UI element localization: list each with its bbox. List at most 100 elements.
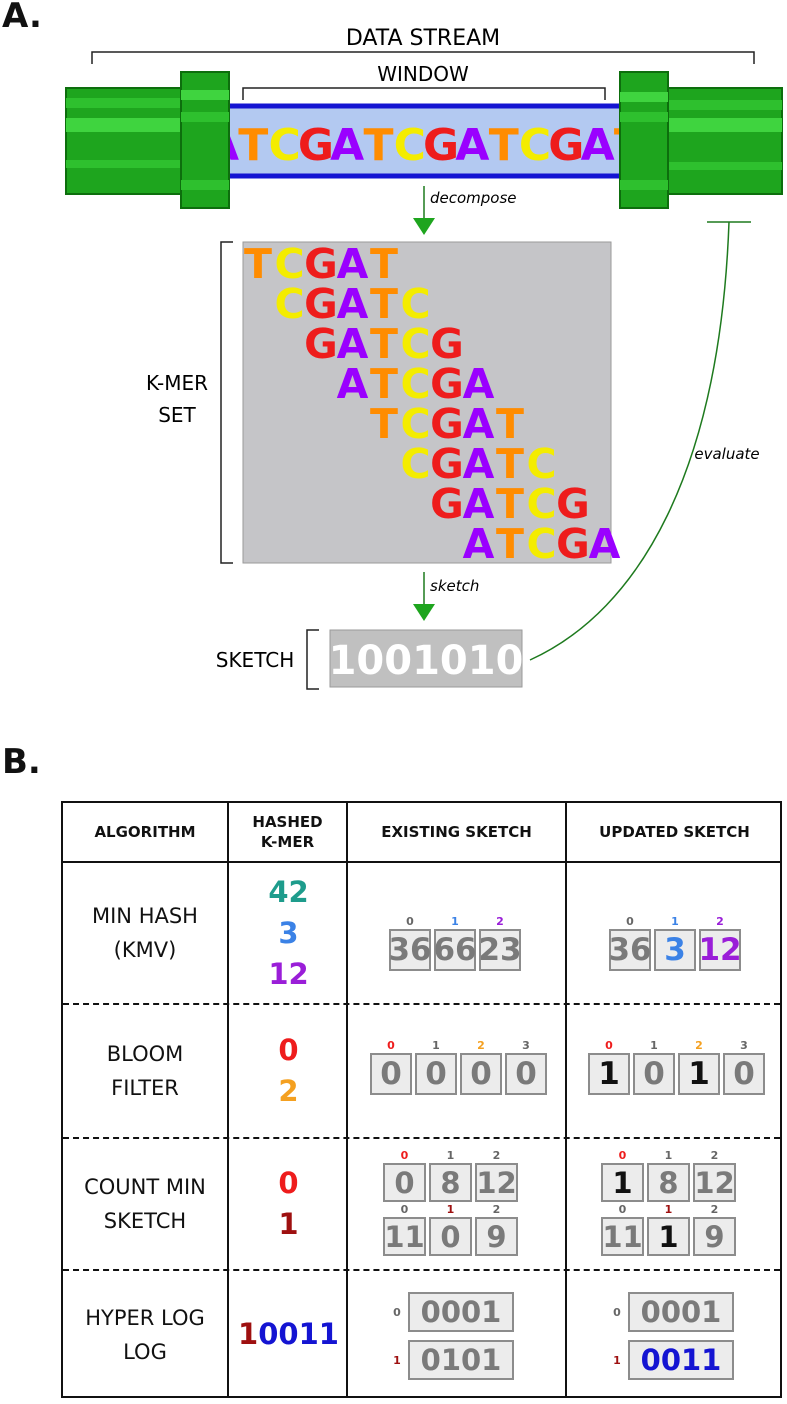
sketch-cell: 0 bbox=[723, 1053, 765, 1095]
sequence-base-g: G bbox=[423, 120, 459, 171]
hashed-value: 0 bbox=[278, 1033, 299, 1067]
algo-name-line1: COUNT MIN bbox=[84, 1175, 206, 1199]
slot-index: 0 bbox=[406, 915, 414, 928]
header-algorithm: ALGORITHM bbox=[94, 823, 196, 841]
kmer-base-g: G bbox=[430, 480, 464, 528]
sketch-cell: 66 bbox=[433, 929, 477, 971]
hashed-prefix: 1 bbox=[238, 1317, 259, 1351]
slot-index: 1 bbox=[446, 1149, 455, 1162]
slot-index: 0 bbox=[626, 915, 634, 928]
slot-index: 2 bbox=[492, 1149, 501, 1162]
slot-index: 1 bbox=[664, 1203, 673, 1216]
kmer-base-c: C bbox=[526, 520, 556, 568]
slot-index: 0 bbox=[618, 1203, 627, 1216]
sketch-cell: 9 bbox=[475, 1217, 518, 1256]
register-cell: 0001 bbox=[628, 1292, 734, 1332]
hashed-minhash: 42 3 12 bbox=[229, 863, 348, 1003]
hashed-bloom: 0 2 bbox=[229, 1005, 348, 1137]
col-divider bbox=[227, 803, 229, 1396]
kmer-base-t: T bbox=[496, 400, 524, 448]
kmer-set-label-line1: K-MER bbox=[146, 371, 208, 395]
kmer-base-t: T bbox=[244, 240, 272, 288]
kmer-base-t: T bbox=[496, 440, 524, 488]
kmer-base-c: C bbox=[400, 400, 430, 448]
algo-name-line1: BLOOM bbox=[106, 1042, 184, 1066]
sketch-cell: 8 bbox=[647, 1163, 690, 1202]
algo-name-line1: MIN HASH bbox=[92, 904, 198, 928]
sketch-cell: 36 bbox=[388, 929, 432, 971]
sketch-cell: 9 bbox=[693, 1217, 736, 1256]
right-pipe bbox=[619, 71, 783, 209]
hashed-value: 12 bbox=[268, 956, 309, 991]
window-tube bbox=[223, 103, 625, 179]
decompose-label: decompose bbox=[430, 189, 517, 207]
kmer-base-g: G bbox=[556, 480, 590, 528]
sequence-base-t: T bbox=[489, 120, 519, 171]
register-cell: 0101 bbox=[408, 1340, 514, 1380]
header-hashed-line1: HASHED bbox=[252, 813, 323, 831]
sketch-cell: 11 bbox=[383, 1217, 426, 1256]
slot-index: 0 bbox=[605, 1039, 613, 1052]
kmer-base-g: G bbox=[304, 240, 338, 288]
kmer-base-t: T bbox=[496, 520, 524, 568]
register-index: 0 bbox=[393, 1305, 401, 1319]
kmer-base-c: C bbox=[274, 240, 304, 288]
kmer-base-g: G bbox=[556, 520, 590, 568]
slot-index: 0 bbox=[387, 1039, 395, 1052]
kmer-base-a: A bbox=[589, 520, 621, 568]
sketch-bracket bbox=[306, 629, 319, 690]
sequence-base-c: C bbox=[394, 120, 426, 171]
algo-name-line2: (KMV) bbox=[113, 938, 177, 962]
sketch-value: 1001010 bbox=[329, 638, 524, 684]
kmer-set-label-line2: SET bbox=[158, 403, 196, 427]
kmer-base-c: C bbox=[274, 280, 304, 328]
slot-index: 2 bbox=[710, 1203, 719, 1216]
sketch-cell: 11 bbox=[601, 1217, 644, 1256]
kmer-base-c: C bbox=[400, 320, 430, 368]
register-cell: 0011 bbox=[628, 1340, 734, 1380]
sketch-cell: 36 bbox=[608, 929, 652, 971]
sketch-cell: 1 bbox=[678, 1053, 720, 1095]
kmer-base-g: G bbox=[304, 280, 338, 328]
kmer-base-a: A bbox=[463, 480, 495, 528]
sketch-cell: 3 bbox=[654, 929, 696, 971]
hashed-rest: 0011 bbox=[258, 1317, 339, 1351]
window-bracket bbox=[242, 87, 606, 100]
sketch-cell: 1 bbox=[588, 1053, 630, 1095]
slot-index: 0 bbox=[400, 1149, 409, 1162]
algo-bloom-filter: BLOOM FILTER bbox=[63, 1005, 227, 1137]
hashed-value: 42 bbox=[268, 874, 309, 909]
window-label: WINDOW bbox=[377, 62, 469, 86]
header-divider bbox=[63, 861, 780, 863]
register-index: 0 bbox=[613, 1305, 621, 1319]
slot-index: 1 bbox=[671, 915, 679, 928]
slot-index: 2 bbox=[496, 915, 504, 928]
algo-name-line2: FILTER bbox=[111, 1076, 179, 1100]
sequence-base-g: G bbox=[548, 120, 584, 171]
data-stream-bracket bbox=[91, 51, 755, 64]
kmer-base-t: T bbox=[370, 280, 398, 328]
row-divider bbox=[63, 1269, 780, 1271]
algo-minhash: MIN HASH (KMV) bbox=[63, 863, 227, 1003]
sketch-cell: 23 bbox=[478, 929, 522, 971]
